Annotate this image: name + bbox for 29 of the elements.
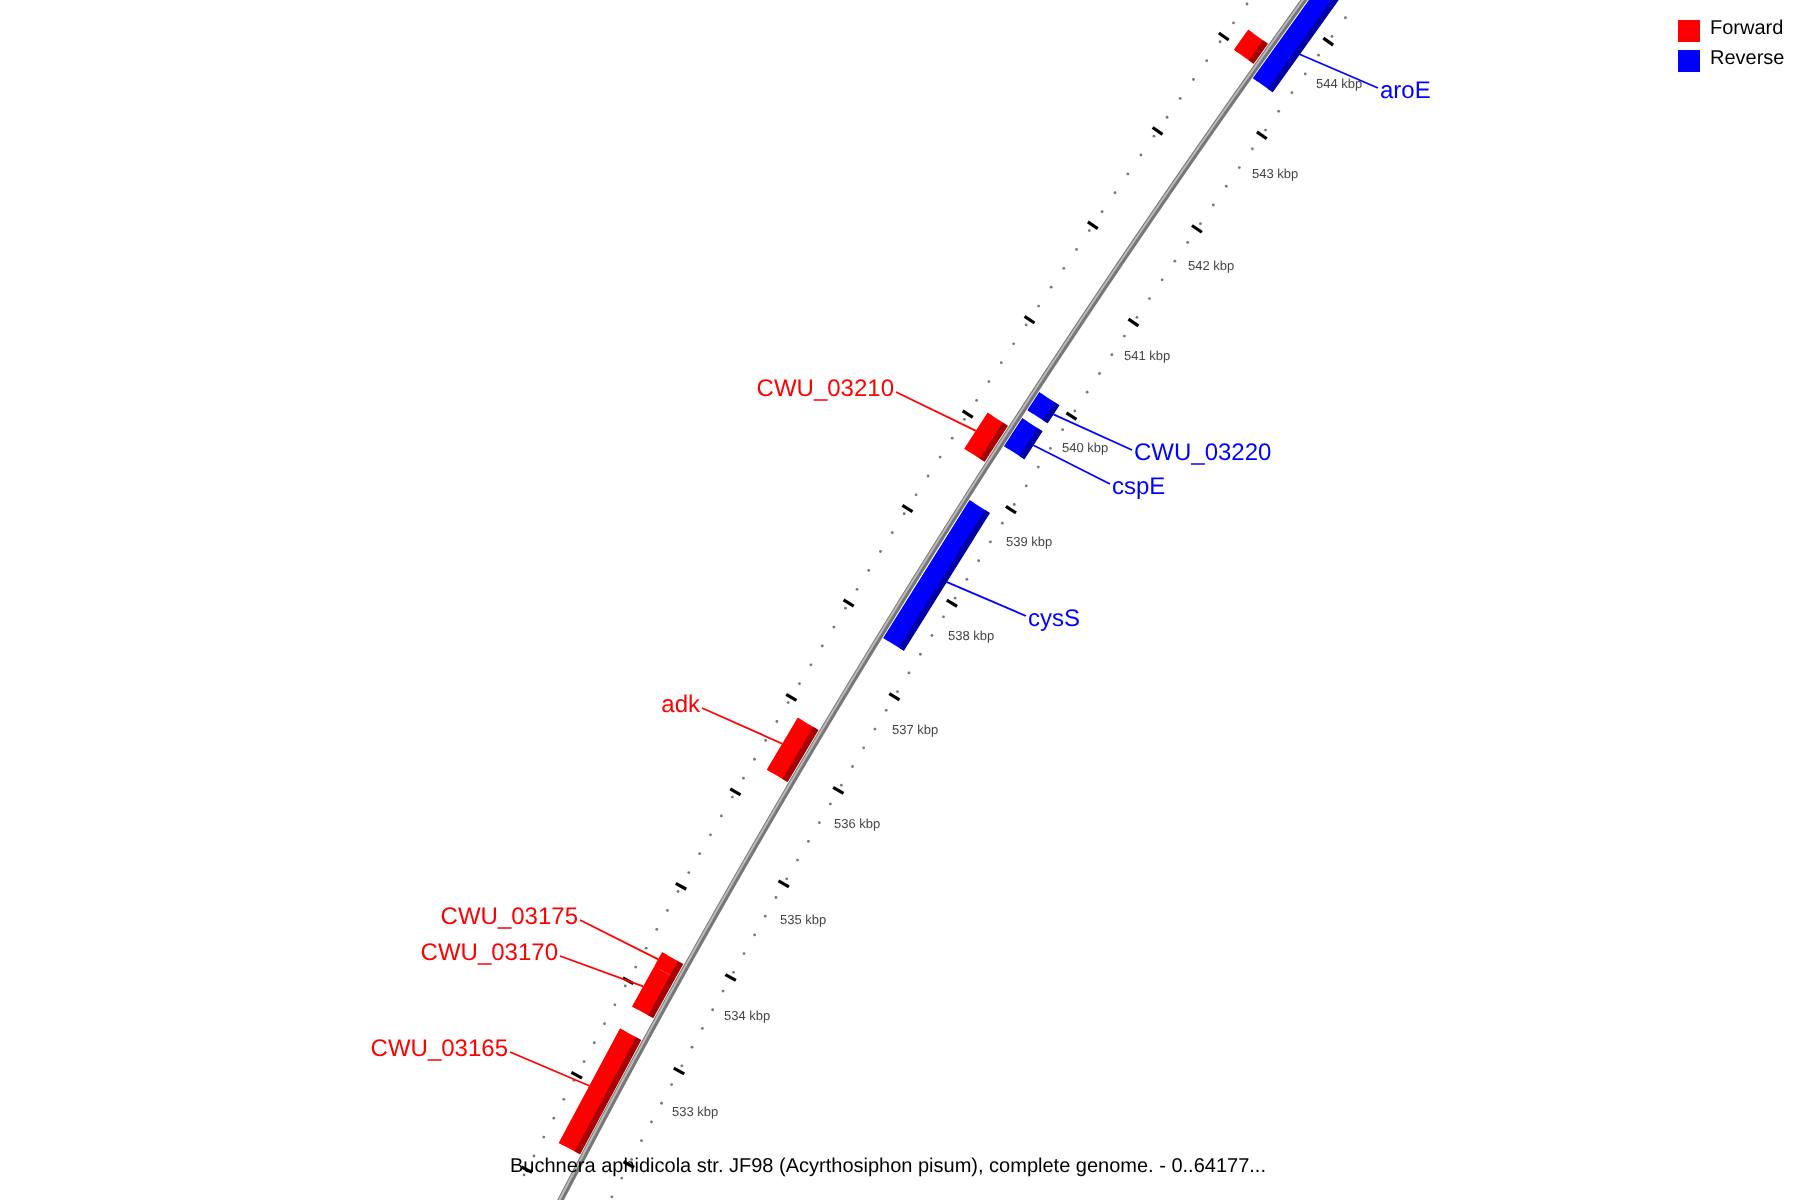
gene-block bbox=[1253, 0, 1344, 93]
leader-line bbox=[1298, 53, 1379, 89]
gene-block bbox=[883, 500, 990, 651]
leader-line bbox=[559, 955, 645, 988]
leader-line bbox=[1032, 444, 1111, 485]
leader-line bbox=[945, 580, 1027, 617]
gene-block bbox=[1027, 392, 1060, 424]
legend-label: Forward bbox=[1710, 18, 1784, 42]
gene-label: cysS bbox=[1028, 604, 1081, 632]
legend-label: Reverse bbox=[1710, 48, 1785, 72]
leader-line bbox=[509, 1051, 591, 1087]
gene-label: CWU_03220 bbox=[1134, 438, 1272, 466]
gene-label: cspE bbox=[1112, 472, 1166, 500]
gene-label: CWU_03175 bbox=[440, 902, 578, 930]
gene-block bbox=[558, 1028, 642, 1155]
caption: Buchnera aphidicola str. JF98 (Acyrthosiphon pisum), complete genome. - 0..64177... bbox=[510, 1156, 1266, 1180]
leader-line bbox=[895, 391, 977, 432]
gene-block bbox=[1234, 29, 1268, 64]
gene-label: CWU_03165 bbox=[370, 1034, 508, 1062]
leader-line bbox=[701, 707, 784, 745]
leader-line bbox=[1052, 413, 1133, 451]
gene-label: CWU_03210 bbox=[756, 374, 894, 402]
gene-label: adk bbox=[661, 690, 700, 718]
gene-block bbox=[964, 412, 1008, 462]
leader-line bbox=[579, 919, 660, 961]
gene-block bbox=[766, 717, 819, 782]
gene-label: aroE bbox=[1380, 76, 1431, 104]
gene-block bbox=[1004, 418, 1043, 460]
gene-label: CWU_03170 bbox=[420, 938, 558, 966]
